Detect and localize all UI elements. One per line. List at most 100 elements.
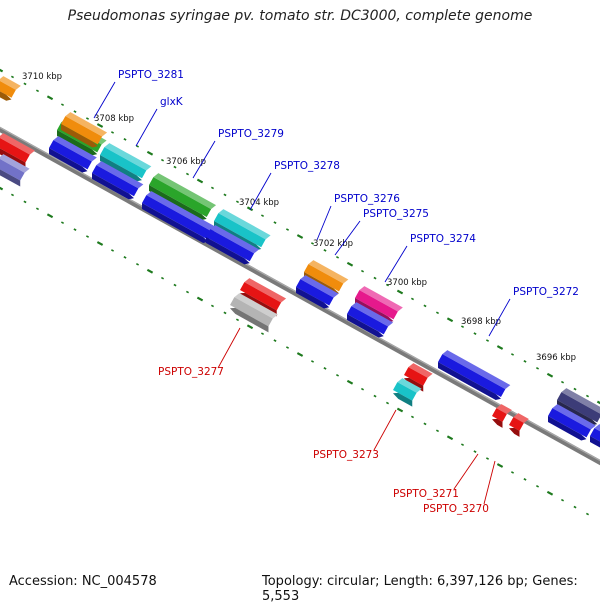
- gene-features: [0, 76, 600, 448]
- gene-shadow-face: [557, 400, 598, 426]
- label-leader-line: [316, 205, 332, 241]
- tick-mark: [485, 339, 490, 342]
- tick-mark: [96, 123, 104, 128]
- tick-mark: [335, 373, 340, 377]
- tick-mark: [173, 283, 177, 287]
- forward-gene-label: PSPTO_3279: [218, 128, 284, 140]
- tick-mark: [360, 269, 365, 273]
- accession-text: Accession: NC_004578: [9, 574, 157, 589]
- tick-mark: [523, 360, 527, 363]
- gene-blue-2: [92, 161, 144, 200]
- gene-blue-9: [590, 424, 600, 448]
- gene-top-face: [218, 209, 271, 240]
- gene-top-face: [0, 133, 35, 155]
- gene-front-face: [149, 177, 212, 218]
- label-leader-line: [453, 453, 479, 490]
- tick-mark: [535, 484, 540, 488]
- gene-PSPTO_3273-cyan: [393, 378, 422, 407]
- label-leader-line: [249, 172, 272, 211]
- gene-front-face: [61, 116, 103, 145]
- tick-mark: [560, 498, 565, 502]
- gene-front-face: [100, 147, 147, 179]
- tick-mark: [373, 276, 377, 280]
- tick-mark: [160, 276, 165, 280]
- backbone-line: [0, 126, 600, 466]
- tick-mark: [260, 332, 265, 336]
- tick-mark: [435, 429, 440, 433]
- gene-PSPTO_3276-cyan: [214, 209, 271, 251]
- gene-front-face: [49, 140, 92, 170]
- scale-label: 3700 kbp: [387, 278, 427, 288]
- gene-purple-left: [0, 154, 30, 187]
- label-leader-line: [135, 108, 158, 147]
- tick-mark: [485, 457, 490, 460]
- gene-front-face: [438, 354, 506, 397]
- scale-label: 3708 kbp: [94, 114, 134, 124]
- gene-top-face: [397, 378, 422, 393]
- label-leader-line: [334, 220, 361, 256]
- tick-mark: [323, 249, 327, 252]
- tick-mark: [235, 318, 240, 322]
- gene-top-face: [53, 136, 97, 162]
- tick-mark: [235, 200, 240, 204]
- gene-front-face: [0, 159, 25, 181]
- gene-shadow-face: [347, 314, 384, 338]
- forward-gene-label: PSPTO_3275: [363, 208, 429, 220]
- forward-gene-label: glxK: [160, 96, 184, 108]
- gene-shadow-face: [206, 237, 250, 265]
- tick-mark: [160, 158, 165, 162]
- tick-mark: [446, 435, 454, 441]
- tick-mark: [396, 289, 404, 295]
- label-leader-line: [483, 460, 496, 505]
- gene-front-face: [296, 279, 334, 306]
- gene-front-face: [230, 297, 273, 327]
- tick-mark: [196, 178, 204, 184]
- gene-front-face: [355, 290, 398, 320]
- forward-gene-label: PSPTO_3274: [410, 233, 476, 245]
- gene-top-face: [351, 302, 394, 327]
- gene-shadow-face: [296, 287, 330, 309]
- forward-gene-label: PSPTO_3272: [513, 286, 579, 298]
- tick-mark: [535, 366, 540, 370]
- tick-mark: [585, 512, 590, 516]
- tick-mark: [410, 297, 415, 301]
- tick-mark: [246, 206, 254, 212]
- label-leader-line: [373, 409, 397, 451]
- gene-blue-8: [548, 404, 596, 441]
- gene-front-face: [347, 306, 389, 335]
- tick-mark: [135, 144, 140, 148]
- gene-front-face: [214, 213, 266, 248]
- label-leader-line: [93, 81, 116, 119]
- gene-shadow-face: [57, 130, 98, 156]
- tick-mark: [110, 249, 115, 252]
- gene-shadow-face: [304, 272, 339, 295]
- gene-shadow-face: [214, 221, 262, 251]
- tick-mark: [85, 117, 90, 120]
- tick-mark: [173, 165, 177, 169]
- forward-gene-label: PSPTO_3278: [274, 160, 340, 172]
- reverse-gene-label: PSPTO_3270: [423, 503, 489, 515]
- tick-mark: [385, 283, 390, 287]
- gene-shadow-face: [590, 436, 600, 448]
- gene-shadow-face: [142, 203, 209, 243]
- gene-front-face: [509, 417, 524, 431]
- gene-shadow-face: [509, 427, 520, 437]
- scale-label: 3702 kbp: [313, 239, 353, 249]
- gene-top-face: [96, 161, 144, 189]
- gene-top-face: [210, 225, 260, 254]
- tick-mark: [473, 450, 477, 453]
- tick-mark: [346, 261, 354, 267]
- gene-shadow-face: [100, 155, 142, 182]
- gene-front-face: [393, 382, 417, 401]
- tick-mark: [596, 400, 600, 405]
- gene-shadow-face: [61, 124, 98, 148]
- tick-mark: [260, 214, 265, 218]
- gene-top-face: [0, 154, 30, 173]
- tick-mark: [423, 422, 427, 426]
- gene-PSPTO_3274-magenta: [355, 286, 403, 323]
- scale-label: 3698 kbp: [461, 317, 501, 327]
- gene-PSPTO_3277-grey: [230, 293, 278, 333]
- gene-front-face: [590, 428, 600, 442]
- scale-label: 3704 kbp: [239, 198, 279, 208]
